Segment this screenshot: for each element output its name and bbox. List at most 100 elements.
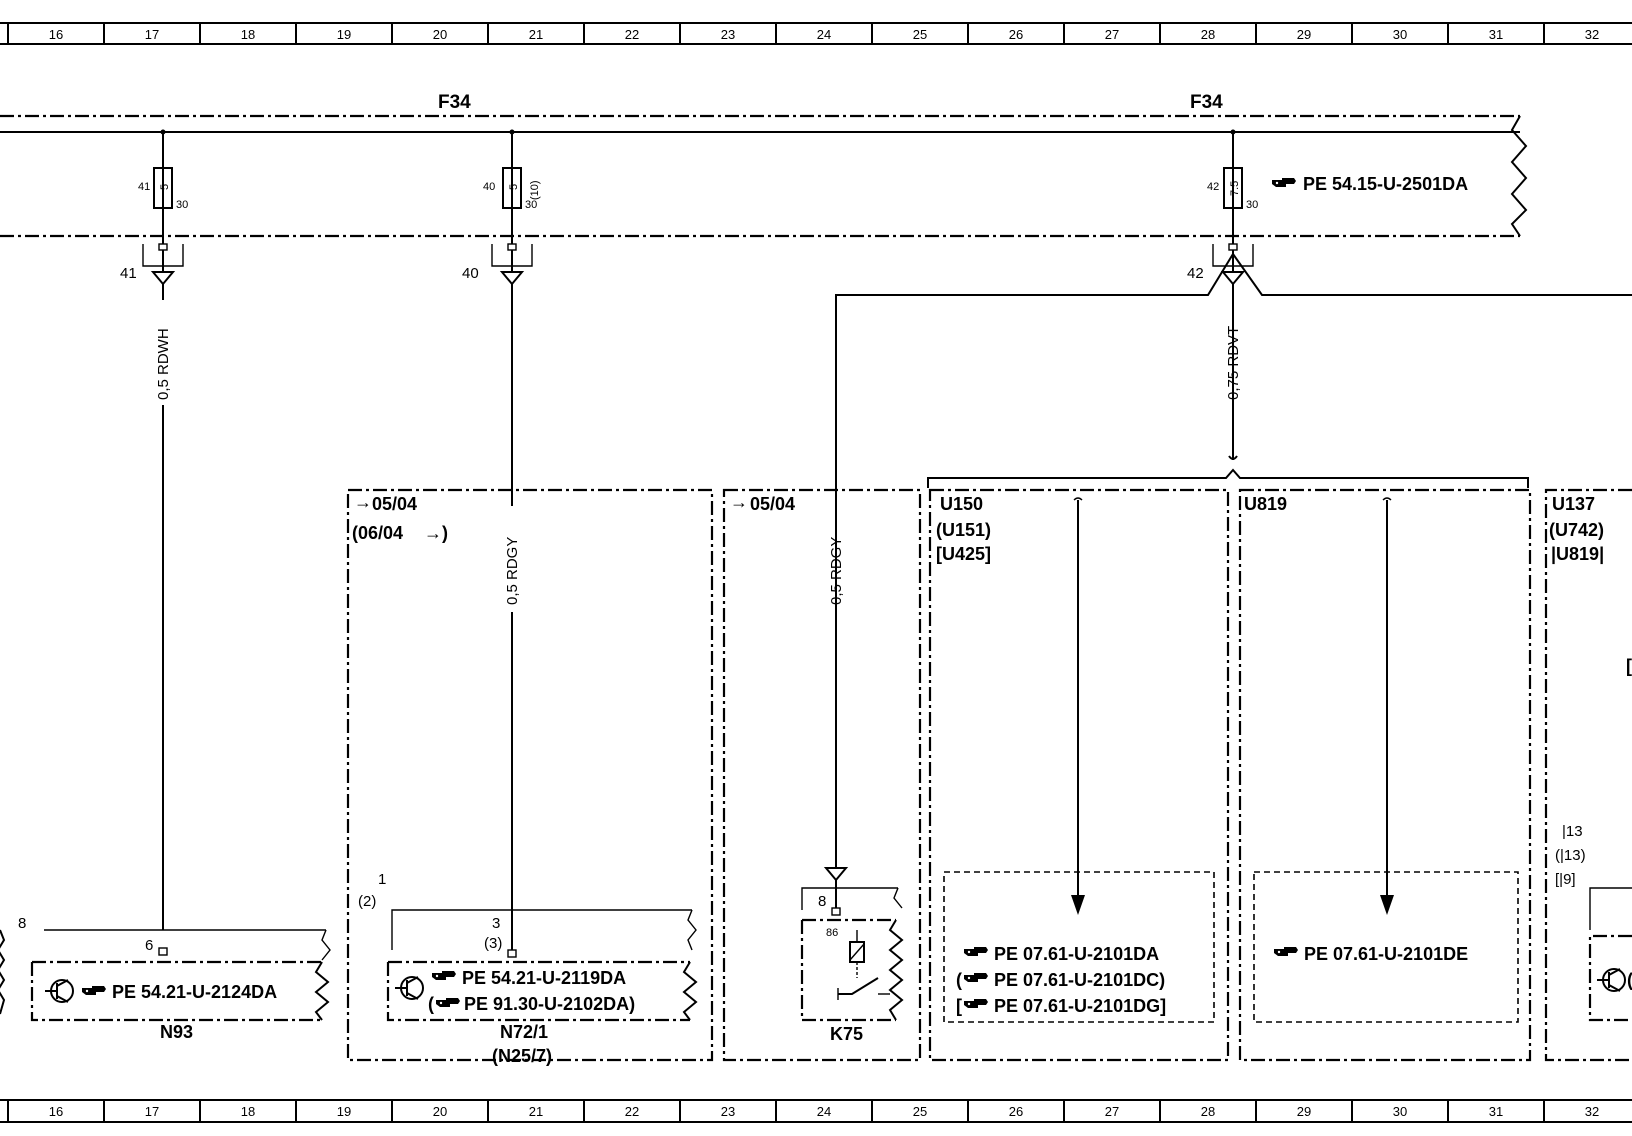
- wire-rdvt: 0,75 RDVT: [1225, 326, 1242, 400]
- svg-text:(: (: [428, 994, 434, 1014]
- ruler-column-label: 28: [1201, 27, 1215, 42]
- ruler-column-label: 22: [625, 1104, 639, 1119]
- u150-reference-3: PE 07.61-U-2101DG]: [994, 996, 1166, 1016]
- variant-frame-u137: U137 (U742) |U819| [: [1544, 488, 1632, 1062]
- svg-text:[: [: [956, 996, 962, 1016]
- n72-name: N72/1: [500, 1022, 548, 1042]
- relay-icon: [837, 930, 890, 1000]
- frame-label-u150: U150: [940, 494, 983, 514]
- ruler-column-label: 25: [913, 27, 927, 42]
- frame-label-u742: (U742): [1549, 520, 1604, 540]
- fuse-40-extra: (10): [529, 180, 541, 200]
- pointing-hand-icon: [432, 971, 456, 980]
- variant-frame-0504-a: → 05/04 (06/04 → ): [346, 488, 714, 1062]
- ruler-column-label: 32: [1585, 27, 1599, 42]
- pointing-hand-icon: [82, 986, 106, 995]
- svg-text:→: →: [424, 523, 442, 543]
- fuse-40-rating: 5: [508, 184, 520, 190]
- n72-pin-2: (2): [358, 893, 376, 910]
- n93-pin-8: 8: [18, 915, 26, 932]
- pointing-hand-icon: [1274, 947, 1298, 956]
- n72-reference-2: PE 91.30-U-2102DA): [464, 994, 635, 1014]
- ruler-column-label: 24: [817, 1104, 831, 1119]
- n72-pin-1: 1: [378, 871, 386, 888]
- wire-label-rdgy-1: 0,5 RDGY: [504, 537, 521, 605]
- ruler-column-label: 27: [1105, 27, 1119, 42]
- wire-rdgy-n72: 0,5 RDGY: [504, 284, 521, 950]
- fuse-42-rating: 7.5: [1229, 181, 1241, 196]
- ruler-column-label: 23: [721, 1104, 735, 1119]
- wire-label-rdvt: 0,75 RDVT: [1225, 326, 1242, 400]
- connector-pin-41: 41: [120, 265, 137, 282]
- ruler-column-label: 27: [1105, 1104, 1119, 1119]
- component-u819-group: PE 07.61-U-2101DE: [1253, 497, 1519, 1023]
- wire-rdgy-k75: 0,5 RDGY: [828, 295, 845, 605]
- ruler-column-label: 18: [241, 1104, 255, 1119]
- fuse-box-f34: F34 F34 PE 54.15-U-2501DA: [0, 92, 1528, 238]
- n93-name: N93: [160, 1022, 193, 1042]
- ruler-column-label: 20: [433, 1104, 447, 1119]
- component-n93: 8 6 PE 54.21-U-2124DA N93: [0, 915, 331, 1042]
- u137-pin-13: |13: [1562, 823, 1583, 840]
- component-u137-partial: |13 (|13) [|9] (: [1555, 823, 1632, 1022]
- fuse-42: 42 7.5 30 42: [835, 129, 1632, 858]
- ruler-column-label: 17: [145, 1104, 159, 1119]
- connector-pin-40: 40: [462, 265, 479, 282]
- n93-reference: PE 54.21-U-2124DA: [112, 982, 277, 1002]
- fuse-40: 40 5 (10) 30 40: [462, 129, 541, 285]
- pointing-hand-icon: [964, 999, 988, 1008]
- u137-pin-13-alt: (|13): [1555, 847, 1586, 864]
- ruler-column-label: 29: [1297, 27, 1311, 42]
- transistor-icon: [45, 979, 74, 1003]
- ruler-column-label: 31: [1489, 1104, 1503, 1119]
- ruler-column-label: 19: [337, 27, 351, 42]
- k75-pin-86: 86: [826, 927, 838, 939]
- wire-label-rdwh: 0,5 RDWH: [155, 328, 172, 400]
- u137-pin-9: [|9]: [1555, 871, 1576, 888]
- ruler-column-label: 32: [1585, 1104, 1599, 1119]
- n72-pin-3: 3: [492, 915, 500, 932]
- pointing-hand-icon: [436, 998, 460, 1007]
- wire-rdwh: 0,5 RDWH: [155, 284, 172, 930]
- ruler-column-label: 28: [1201, 1104, 1215, 1119]
- fuse-40-output: 30: [525, 199, 537, 211]
- ruler-column-label: 21: [529, 1104, 543, 1119]
- fuse-41: 41 5 30 41: [120, 129, 188, 285]
- fuse-box-label-left: F34: [438, 92, 471, 113]
- ruler-column-label: 25: [913, 1104, 927, 1119]
- ruler-column-label: 18: [241, 27, 255, 42]
- ruler-column-label: 30: [1393, 1104, 1407, 1119]
- ruler-column-label: 26: [1009, 27, 1023, 42]
- transistor-icon: [1597, 968, 1626, 992]
- fuse-40-number: 40: [483, 181, 495, 193]
- ruler-column-label: 24: [817, 27, 831, 42]
- pointing-hand-icon: [964, 973, 988, 982]
- n72-reference-1: PE 54.21-U-2119DA: [462, 968, 626, 988]
- frame-label-0604: (06/04: [352, 523, 403, 543]
- svg-text:[: [: [1626, 656, 1632, 676]
- fuse-41-output: 30: [176, 199, 188, 211]
- svg-text:(: (: [956, 970, 962, 990]
- frame-label-0504-b: 05/04: [750, 494, 795, 514]
- transistor-icon: [395, 976, 424, 1000]
- fuse-41-rating: 5: [159, 184, 171, 190]
- fuse-41-number: 41: [138, 181, 150, 193]
- ruler-column-label: 17: [145, 27, 159, 42]
- frame-label-u151: (U151): [936, 520, 991, 540]
- ruler-column-label: 30: [1393, 27, 1407, 42]
- fuse-box-label-right: F34: [1190, 92, 1223, 113]
- variant-frame-u819: U819: [1238, 488, 1532, 1062]
- frame-label-u137: U137: [1552, 494, 1595, 514]
- u150-reference-1: PE 07.61-U-2101DA: [994, 944, 1159, 964]
- connector-pin-42: 42: [1187, 265, 1204, 282]
- component-k75: 8 86 K75: [800, 858, 904, 1044]
- ruler-column-label: 31: [1489, 27, 1503, 42]
- k75-name: K75: [830, 1024, 863, 1044]
- frame-label-u819-alt: |U819|: [1551, 544, 1604, 564]
- k75-pin-8: 8: [818, 893, 826, 910]
- component-n72-1: 1 (2) 3 (3) PE 54.21-U-2119DA ( PE 91.30…: [358, 871, 698, 1066]
- ruler-column-label: 16: [49, 27, 63, 42]
- ruler-column-label: 29: [1297, 1104, 1311, 1119]
